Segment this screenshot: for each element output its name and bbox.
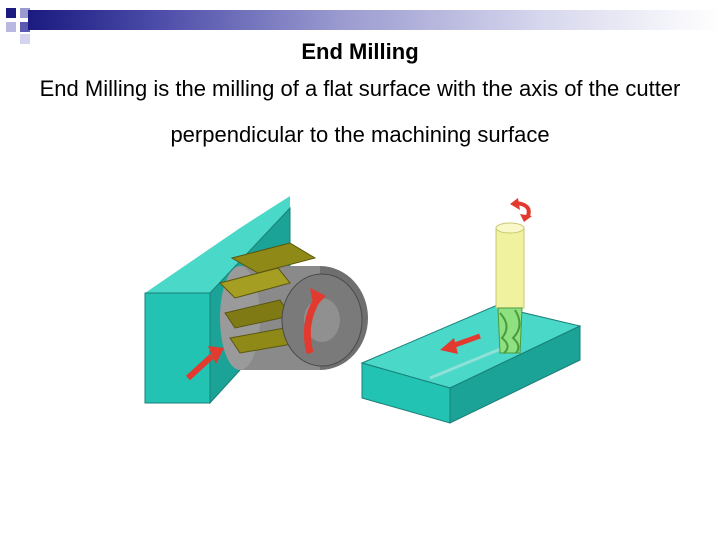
left-milling-scene bbox=[144, 196, 368, 405]
left-workpiece-top bbox=[145, 196, 290, 293]
slide-title: End Milling bbox=[301, 39, 419, 64]
header-gradient-bar bbox=[28, 10, 720, 30]
slide-body-text: End Milling is the milling of a flat sur… bbox=[39, 76, 681, 147]
corner-decoration bbox=[6, 8, 30, 44]
right-milling-scene bbox=[360, 198, 582, 424]
right-workpiece-side bbox=[449, 325, 581, 424]
text-block: End Milling End Milling is the milling o… bbox=[0, 38, 720, 158]
feed-arrow-icon bbox=[185, 353, 215, 381]
horizontal-milling-cutter-icon bbox=[219, 242, 368, 370]
end-mill-cutter-icon bbox=[495, 222, 525, 354]
left-workpiece-front bbox=[144, 292, 211, 404]
milling-illustration bbox=[144, 196, 582, 424]
end-mill-feed-arrow-icon bbox=[451, 333, 481, 349]
